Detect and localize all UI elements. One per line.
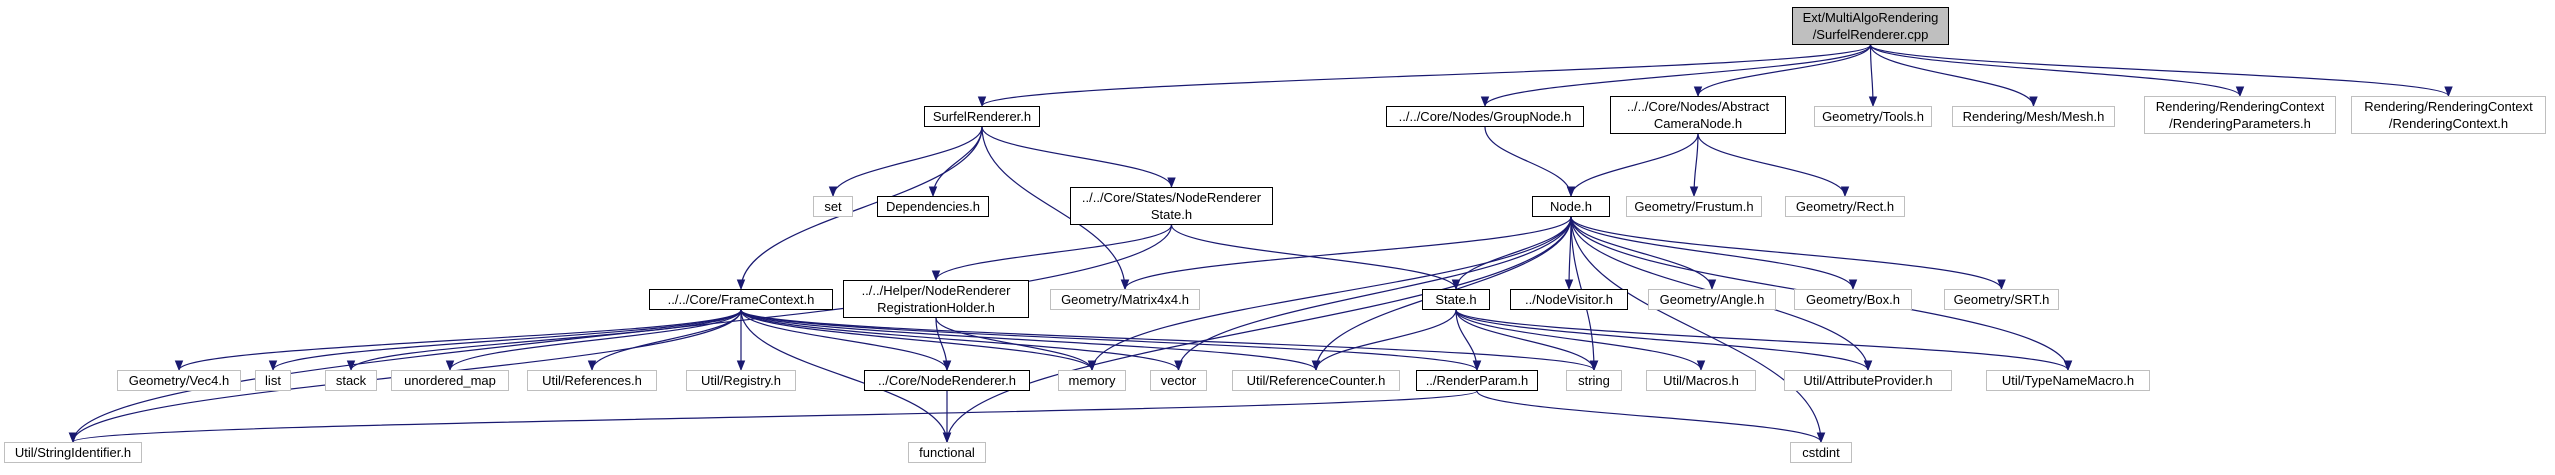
header-node-stack: stack bbox=[325, 370, 377, 391]
header-node-surfelrenderer[interactable]: SurfelRenderer.h bbox=[924, 106, 1040, 127]
header-node-noderendererstate[interactable]: ../../Core/States/NodeRenderer State.h bbox=[1070, 187, 1273, 225]
include-edge bbox=[740, 309, 1482, 372]
include-edge bbox=[1451, 216, 1572, 291]
header-node-util-typenamemacro: Util/TypeNameMacro.h bbox=[1986, 370, 2150, 391]
include-edge bbox=[1476, 390, 1826, 444]
include-edge bbox=[740, 309, 952, 444]
include-edge bbox=[828, 126, 983, 198]
include-edge bbox=[1455, 309, 1482, 372]
header-node-rendering-mesh: Rendering/Mesh/Mesh.h bbox=[1952, 106, 2115, 127]
include-edge bbox=[1087, 216, 1572, 372]
include-edge bbox=[1570, 216, 1826, 444]
include-edge bbox=[1869, 44, 2453, 98]
include-edge bbox=[1455, 309, 1599, 372]
header-node-renderingparameters: Rendering/RenderingContext /RenderingPar… bbox=[2144, 96, 2336, 134]
include-edge bbox=[740, 309, 1183, 372]
include-edge bbox=[1480, 44, 1872, 108]
include-edge bbox=[740, 309, 1321, 372]
root-file-node: Ext/MultiAlgoRendering /SurfelRenderer.c… bbox=[1792, 7, 1949, 45]
header-node-geometry-matrix4x4: Geometry/Matrix4x4.h bbox=[1050, 289, 1200, 310]
include-edge bbox=[1693, 44, 1872, 98]
header-node-cstdint: cstdint bbox=[1790, 442, 1852, 463]
include-edge bbox=[1697, 133, 1850, 198]
header-node-geometry-angle: Geometry/Angle.h bbox=[1648, 289, 1776, 310]
include-edge bbox=[587, 309, 742, 372]
include-edge bbox=[928, 126, 983, 198]
include-edge bbox=[981, 126, 1176, 189]
header-node-string: string bbox=[1566, 370, 1622, 391]
header-node-geometry-frustum: Geometry/Frustum.h bbox=[1626, 196, 1762, 217]
header-node-core-noderenderer[interactable]: ../Core/NodeRenderer.h bbox=[864, 370, 1030, 391]
include-edge bbox=[1120, 216, 1572, 291]
include-edge bbox=[1311, 309, 1457, 372]
include-edge bbox=[740, 309, 1097, 372]
header-node-dependencies[interactable]: Dependencies.h bbox=[877, 196, 989, 217]
include-edge bbox=[1689, 133, 1699, 198]
header-node-util-stringidentifier: Util/StringIdentifier.h bbox=[4, 442, 142, 463]
include-edge bbox=[268, 309, 742, 372]
include-edge bbox=[1570, 216, 1717, 291]
header-node-renderingcontext: Rendering/RenderingContext /RenderingCon… bbox=[2351, 96, 2546, 134]
include-edge bbox=[1570, 216, 2006, 291]
include-edge bbox=[935, 317, 952, 372]
header-node-geometry-vec4: Geometry/Vec4.h bbox=[117, 370, 241, 391]
include-edge bbox=[740, 309, 952, 372]
header-node-geometry-box: Geometry/Box.h bbox=[1794, 289, 1912, 310]
header-node-memory: memory bbox=[1058, 370, 1126, 391]
include-edge bbox=[346, 309, 742, 372]
header-node-state[interactable]: State.h bbox=[1422, 289, 1490, 310]
header-node-list: list bbox=[255, 370, 291, 391]
header-node-framecontext[interactable]: ../../Core/FrameContext.h bbox=[649, 289, 833, 310]
header-node-groupnode[interactable]: ../../Core/Nodes/GroupNode.h bbox=[1386, 106, 1584, 127]
include-edge bbox=[1570, 216, 1858, 291]
header-node-geometry-tools: Geometry/Tools.h bbox=[1814, 106, 1932, 127]
include-edge bbox=[736, 126, 983, 291]
include-edge bbox=[977, 44, 1872, 108]
header-node-unordered-map: unordered_map bbox=[391, 370, 509, 391]
include-edge bbox=[174, 309, 742, 372]
header-node-registrationholder[interactable]: ../../Helper/NodeRenderer RegistrationHo… bbox=[843, 280, 1029, 318]
include-edge bbox=[981, 126, 1130, 291]
header-node-set: set bbox=[813, 196, 853, 217]
include-edge bbox=[942, 216, 1572, 444]
header-node-geometry-rect: Geometry/Rect.h bbox=[1785, 196, 1905, 217]
include-edge bbox=[935, 317, 1097, 372]
header-node-functional: functional bbox=[908, 442, 986, 463]
include-edge bbox=[445, 309, 742, 372]
header-node-util-registry: Util/Registry.h bbox=[686, 370, 796, 391]
include-edge bbox=[1869, 44, 2245, 98]
include-edge bbox=[1566, 133, 1699, 198]
header-node-util-referencecounter: Util/ReferenceCounter.h bbox=[1232, 370, 1400, 391]
header-node-util-attributeprovider: Util/AttributeProvider.h bbox=[1784, 370, 1952, 391]
include-edge bbox=[1869, 44, 2038, 108]
header-node-util-macros: Util/Macros.h bbox=[1646, 370, 1756, 391]
include-edge bbox=[1484, 126, 1576, 198]
header-node-geometry-srt: Geometry/SRT.h bbox=[1944, 289, 2059, 310]
header-node-util-references: Util/References.h bbox=[527, 370, 657, 391]
include-edge bbox=[1868, 44, 1878, 108]
include-edge bbox=[1455, 309, 1706, 372]
header-node-renderparam[interactable]: ../RenderParam.h bbox=[1416, 370, 1538, 391]
header-node-abstractcameranode[interactable]: ../../Core/Nodes/Abstract CameraNode.h bbox=[1610, 96, 1786, 134]
header-node-nodevisitor[interactable]: ../NodeVisitor.h bbox=[1510, 289, 1628, 310]
include-edge bbox=[740, 309, 1599, 372]
include-edge bbox=[1455, 309, 1873, 372]
header-node-vector: vector bbox=[1150, 370, 1207, 391]
include-edge bbox=[931, 224, 1173, 282]
include-edge bbox=[1455, 309, 2073, 372]
header-node-node[interactable]: Node.h bbox=[1532, 196, 1610, 217]
include-edge bbox=[1170, 224, 1461, 291]
include-edge bbox=[69, 390, 1478, 444]
